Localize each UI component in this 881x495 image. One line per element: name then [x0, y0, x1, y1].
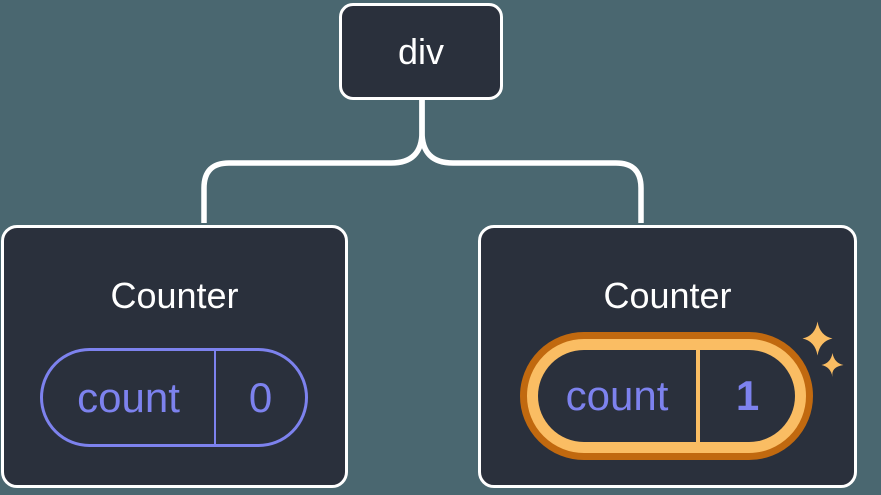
pill-divider	[696, 350, 700, 442]
tree-node-counter-right: Counter count 1	[478, 225, 857, 488]
component-title: Counter	[603, 275, 732, 316]
state-key: count	[565, 372, 669, 419]
sparkles-icon	[802, 321, 844, 377]
tree-node-div: div	[339, 3, 503, 100]
root-node-label: div	[397, 30, 445, 72]
state-pill-inner: count 1	[538, 350, 795, 442]
state-pill: count 0	[40, 348, 308, 447]
pill-divider	[214, 351, 216, 444]
state-value: 1	[735, 372, 760, 419]
state-pill-highlighted: count 1	[520, 332, 813, 460]
state-value: 0	[248, 373, 273, 421]
component-title: Counter	[110, 275, 239, 316]
tree-node-counter-left: Counter count 0	[1, 225, 348, 488]
state-key: count	[77, 373, 180, 421]
